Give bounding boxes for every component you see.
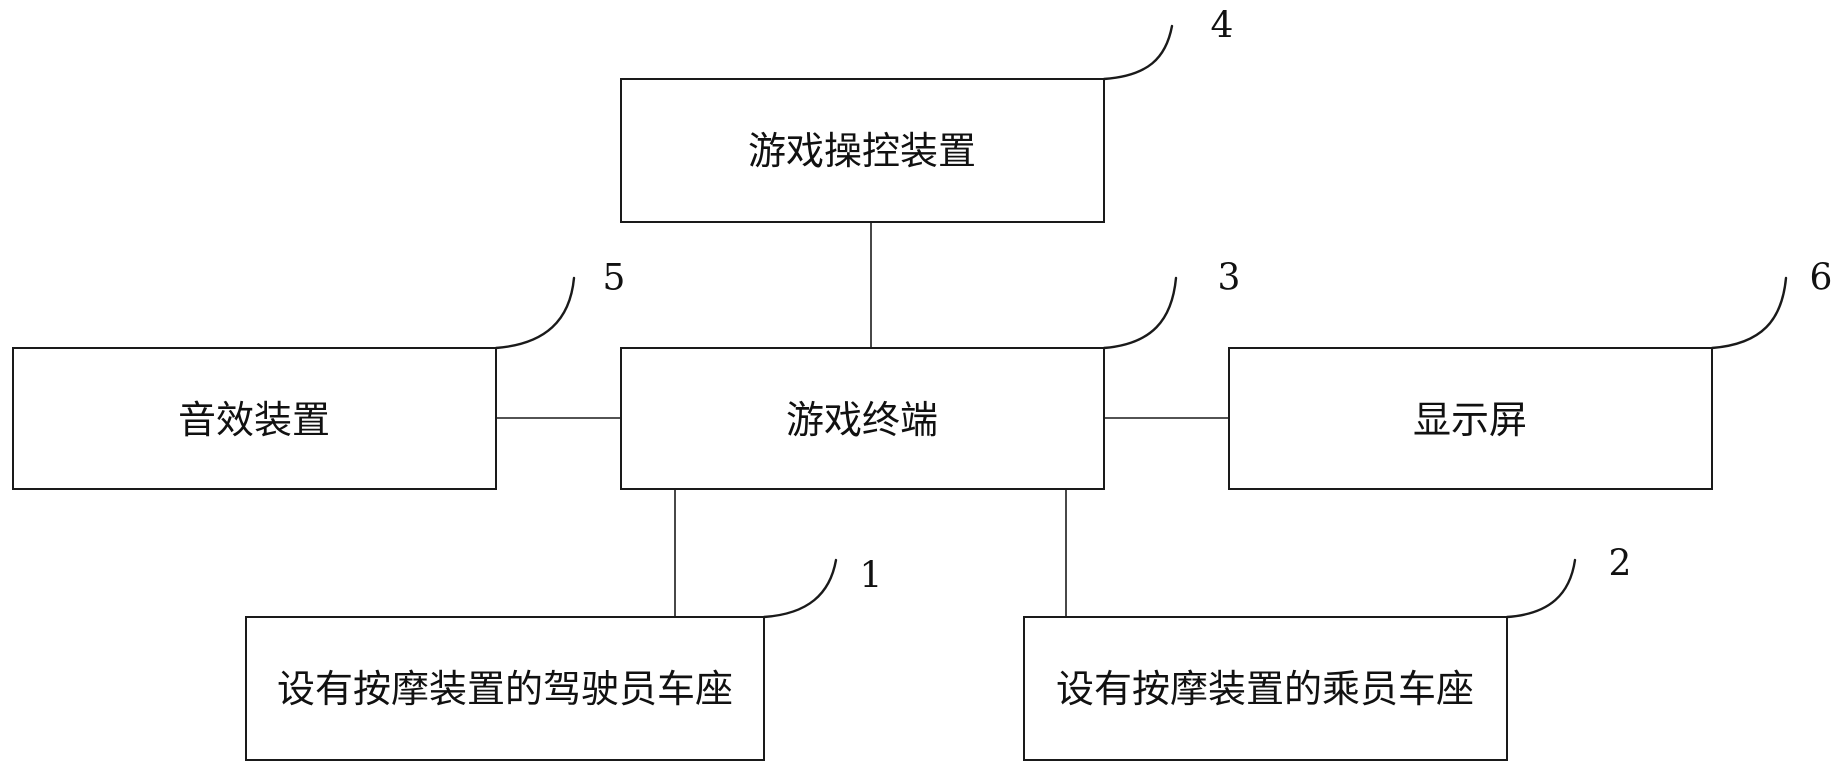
ref-leader-1 <box>762 558 838 619</box>
sound-device-block: 音效装置 5 <box>12 258 626 490</box>
display-screen-box <box>1228 347 1713 490</box>
passenger-seat-box <box>1023 616 1508 761</box>
sound-device-box <box>12 347 497 490</box>
game-control-device-block: 游戏操控装置 4 <box>620 6 1234 223</box>
game-control-device-box <box>620 78 1105 223</box>
ref-leader-6 <box>1710 276 1788 350</box>
display-screen-label: 显示屏 <box>1413 398 1527 442</box>
ref-number-4: 4 <box>1211 6 1234 47</box>
game-terminal-label: 游戏终端 <box>786 398 938 442</box>
ref-leader-2 <box>1505 558 1577 619</box>
ref-leader-5 <box>494 276 576 350</box>
driver-seat-label: 设有按摩装置的驾驶员车座 <box>277 667 733 711</box>
driver-seat-box <box>245 616 765 761</box>
game-terminal-block: 游戏终端 3 <box>620 258 1241 490</box>
ref-number-1: 1 <box>860 556 883 597</box>
passenger-seat-label: 设有按摩装置的乘员车座 <box>1056 667 1474 711</box>
ref-leader-4 <box>1102 24 1174 81</box>
ref-number-3: 3 <box>1218 258 1241 299</box>
ref-leader-3 <box>1102 276 1178 350</box>
display-screen-block: 显示屏 6 <box>1228 258 1833 490</box>
ref-number-6: 6 <box>1810 258 1833 299</box>
driver-seat-block: 设有按摩装置的驾驶员车座 1 <box>245 556 883 761</box>
ref-number-2: 2 <box>1609 544 1632 585</box>
ref-number-5: 5 <box>603 258 626 299</box>
game-control-device-label: 游戏操控装置 <box>748 129 976 173</box>
sound-device-label: 音效装置 <box>178 398 330 442</box>
passenger-seat-block: 设有按摩装置的乘员车座 2 <box>1023 544 1632 761</box>
game-terminal-box <box>620 347 1105 490</box>
